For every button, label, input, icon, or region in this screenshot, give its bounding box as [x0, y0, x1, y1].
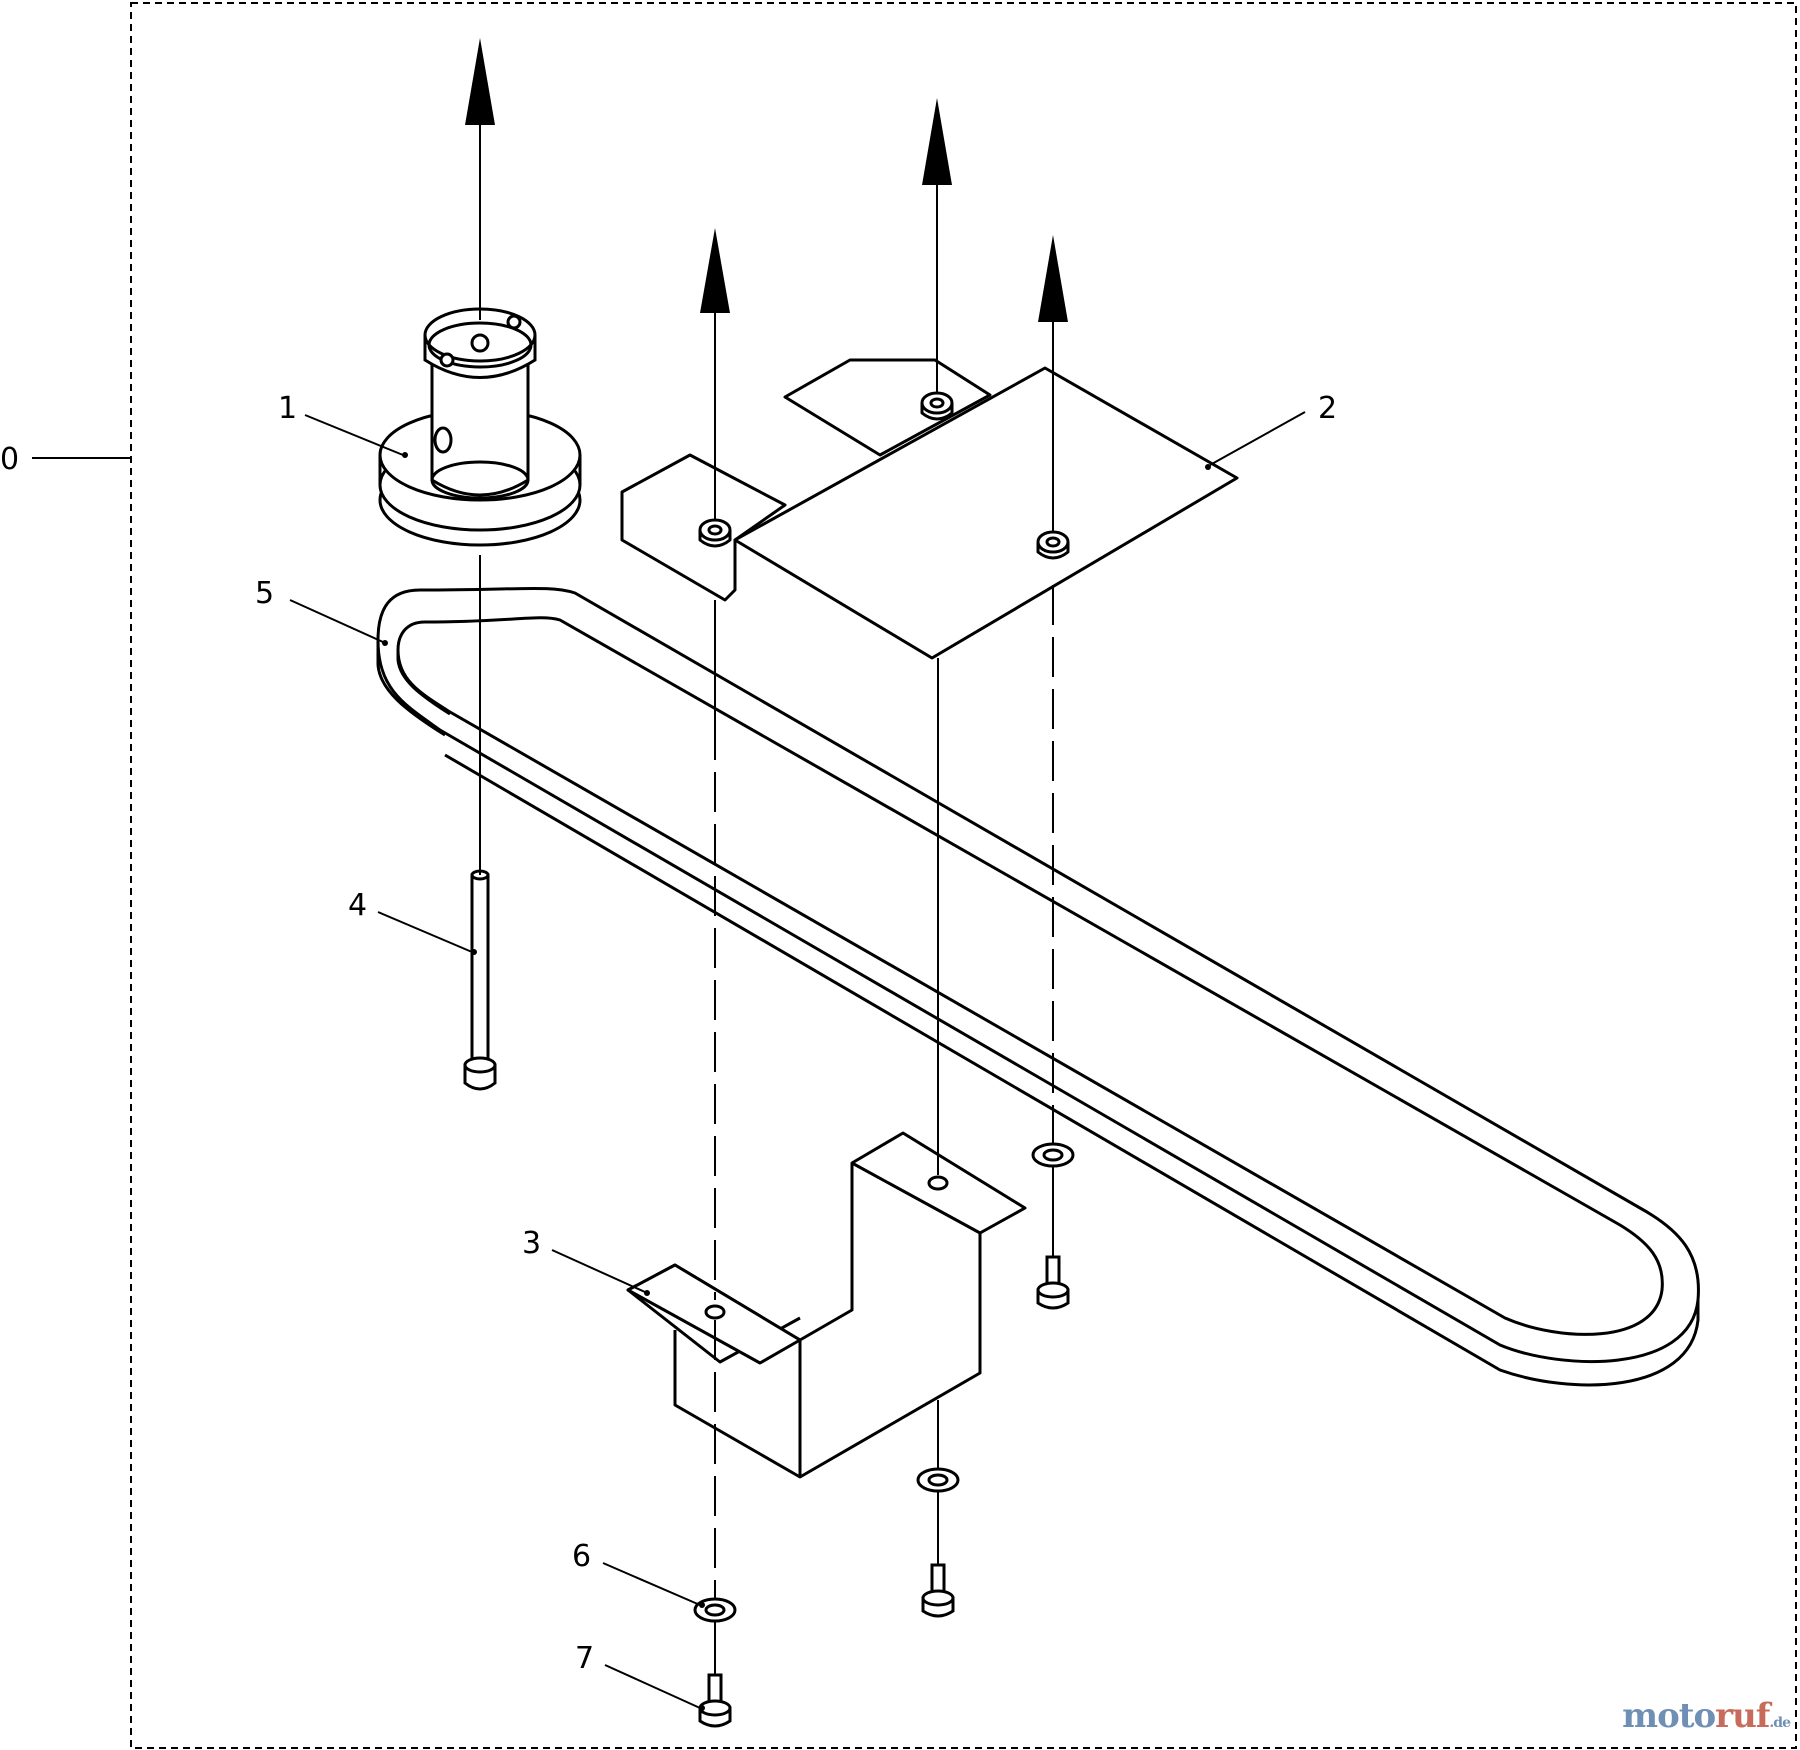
pulley-assembly [378, 307, 582, 547]
callout-6-label: 6 [572, 1539, 591, 1574]
callout-0: 0 [0, 442, 131, 477]
callout-4-label: 4 [348, 888, 367, 923]
screw-right [1036, 1255, 1070, 1310]
nut-1 [698, 518, 732, 548]
arrowheads [465, 38, 1068, 322]
assembly-frame [130, 2, 1797, 1749]
callout-5-label: 5 [255, 576, 274, 611]
bottom-bracket [626, 1131, 1027, 1479]
watermark-logo: motoruf.de [1622, 1696, 1791, 1736]
v-belt [376, 586, 1700, 1387]
alignment-lines [479, 115, 1054, 1675]
callout-2-label: 2 [1318, 391, 1337, 426]
callout-0-label: 0 [0, 442, 19, 477]
callout-7-label: 7 [575, 1641, 594, 1676]
callout-1-label: 1 [278, 391, 297, 426]
callout-2: 2 [1205, 391, 1337, 470]
nut-2 [920, 391, 954, 421]
callout-7: 7 [575, 1641, 705, 1711]
screw-7 [698, 1673, 732, 1728]
callout-6: 6 [572, 1539, 705, 1608]
nut-3 [1036, 530, 1070, 560]
watermark-part1: moto [1622, 1696, 1716, 1736]
watermark-part2: ruf [1715, 1696, 1770, 1736]
washer-right [1031, 1142, 1075, 1168]
long-bolt [463, 869, 497, 1091]
callout-5: 5 [255, 576, 388, 646]
watermark-tld: .de [1769, 1715, 1791, 1731]
callout-3-label: 3 [522, 1226, 541, 1261]
callout-3: 3 [522, 1226, 650, 1296]
washer-center [916, 1467, 960, 1493]
screw-center [921, 1563, 955, 1618]
callout-4: 4 [348, 888, 477, 955]
top-plate [620, 358, 1239, 660]
callout-1: 1 [278, 391, 408, 458]
